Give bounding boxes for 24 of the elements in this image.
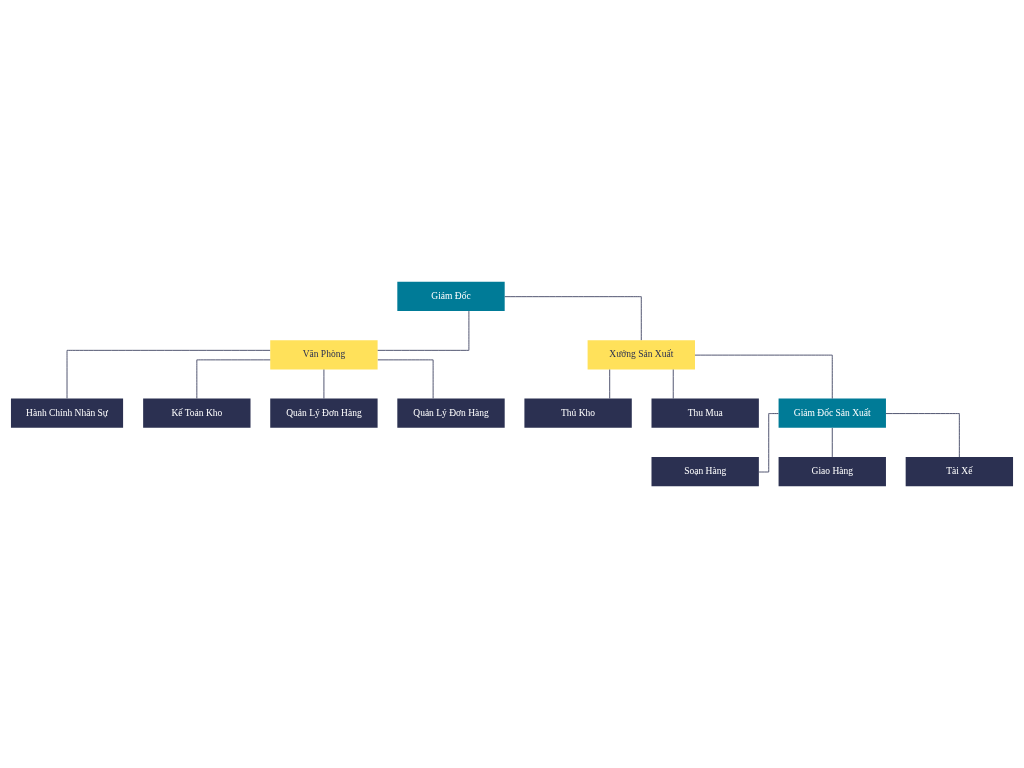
connector (504, 296, 642, 341)
node-box: Quản Lý Đơn Hàng (397, 398, 505, 428)
connector (377, 310, 470, 351)
node-box: Giao Hàng (778, 457, 886, 487)
node-box: Xưởng Sản Xuất (587, 340, 695, 370)
node-box: Kế Toán Kho (143, 398, 251, 428)
connector (885, 413, 960, 458)
connector (196, 359, 271, 399)
node-box: Quản Lý Đơn Hàng (270, 398, 378, 428)
connector (831, 427, 833, 458)
node-box: Thu Mua (651, 398, 759, 428)
node-box: Soạn Hàng (651, 457, 759, 487)
node-box: Giám Đốc Sản Xuất (778, 398, 886, 428)
node-box: Văn Phòng (270, 340, 378, 370)
connector (66, 349, 271, 399)
connector (377, 359, 434, 399)
node-box: Thủ Kho (524, 398, 632, 428)
node-box: Hành Chính Nhân Sự (10, 398, 124, 428)
connector (672, 369, 674, 399)
connector (323, 369, 325, 399)
connector (609, 369, 611, 399)
node-box: Tài Xế (905, 457, 1014, 487)
node-box: Giám Đốc (397, 281, 505, 311)
connector (694, 354, 833, 399)
